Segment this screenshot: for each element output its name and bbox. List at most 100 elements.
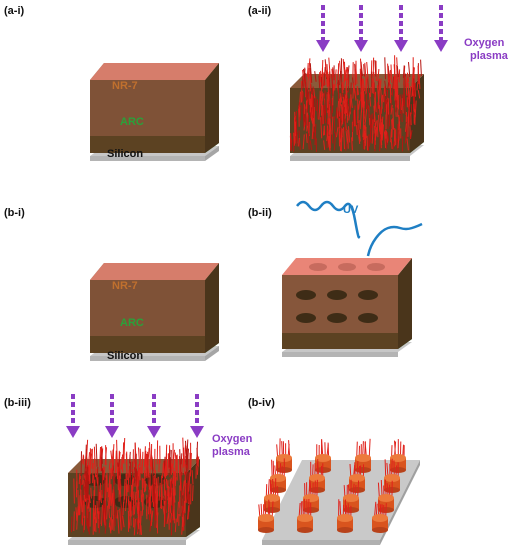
nanograss-strand: [364, 134, 366, 150]
nanograss-strand: [82, 454, 84, 464]
nanograss-strand: [170, 487, 173, 506]
nanograss-strand: [411, 73, 414, 86]
nanograss-strand: [362, 117, 365, 138]
nanograss-strand: [303, 121, 306, 131]
nanograss-strand: [134, 442, 137, 469]
nanograss-strand: [73, 478, 75, 504]
panel-label-b-ii: (b-ii): [248, 207, 272, 219]
nanograss-strand: [356, 85, 359, 95]
nanograss-strand: [401, 98, 404, 114]
nanograss-strand: [341, 82, 344, 94]
nanograss-strand: [293, 132, 296, 146]
nanograss-strand: [185, 448, 188, 463]
nanograss-strand: [392, 141, 395, 150]
nanograss-strand: [92, 462, 94, 484]
exposed-holes-b-ii: [296, 263, 385, 323]
nanograss-strand: [94, 516, 97, 533]
nanograss-strand: [191, 470, 194, 485]
nanograss-strand: [367, 99, 369, 110]
nanograss-strand: [377, 114, 381, 132]
nanograss-strand: [149, 442, 152, 466]
nanograss-strand: [314, 123, 317, 146]
nanograss-strand: [328, 57, 331, 79]
nanograss-strand: [121, 505, 123, 530]
nanograss-strand: [335, 107, 338, 118]
nanograss-strand: [331, 104, 334, 114]
nanograss-strand: [183, 444, 186, 467]
nanograss-strand: [352, 110, 355, 133]
nanograss-strand: [405, 76, 408, 96]
resist-front-b-i: [90, 280, 205, 336]
nanograss-strand: [338, 118, 341, 129]
nanograss-strand: [396, 66, 399, 77]
nanograss-strand: [140, 494, 143, 507]
nanograss-strand: [316, 99, 319, 120]
nanograss-strand: [385, 130, 388, 143]
nanograss-strand: [414, 100, 417, 118]
exposed-hole: [338, 263, 356, 271]
nanograss-strand: [94, 505, 98, 524]
nanograss-strand: [358, 120, 360, 130]
nanograss-strand: [183, 463, 187, 475]
nanograss-strand: [420, 59, 422, 77]
label-plasma-1-b-iii: Oxygen: [212, 433, 253, 445]
nanograss-strand: [397, 131, 400, 149]
wafer-stack-b-ii: [282, 258, 412, 357]
nanograss-strand: [314, 71, 317, 82]
nanograss-strand: [344, 94, 347, 104]
nanograss-strand: [170, 519, 173, 536]
nanograss-strand: [299, 91, 301, 108]
nanograss-strand: [117, 466, 119, 491]
nanograss-strand: [313, 88, 316, 99]
nanograss-strand: [392, 108, 395, 130]
nanograss-strand: [376, 119, 379, 138]
nanograss-strand: [345, 142, 348, 151]
nanograss-strand: [165, 478, 168, 489]
nanograss-strand: [189, 452, 192, 477]
nanograss-strand: [116, 439, 118, 466]
nanograss-strand: [139, 448, 142, 474]
nanograss-strand: [379, 78, 382, 91]
nanograss-strand: [95, 474, 99, 484]
nanograss-strand: [390, 64, 393, 83]
nanograss-strand: [184, 487, 187, 503]
nanograss-strand: [311, 86, 314, 96]
nanograss-strand: [305, 133, 308, 143]
nanopillar-cap: [384, 474, 400, 482]
nanograss-strand: [378, 104, 382, 122]
nanograss-strand: [319, 90, 321, 111]
nanograss-strand: [384, 93, 386, 108]
nanograss-strand: [192, 485, 194, 502]
nanograss-strand: [95, 443, 98, 467]
nanograss-strand: [88, 511, 90, 535]
nanograss-strand: [379, 120, 382, 134]
nanograss-strand: [381, 118, 384, 131]
nanograss-strand: [130, 501, 132, 517]
nanograss-strand: [86, 464, 89, 485]
nanograss-strand: [108, 475, 111, 486]
nanograss-strand: [125, 453, 128, 469]
nanograss-strand: [307, 114, 309, 125]
plasma-arrowhead-b-iii-3: [147, 426, 161, 438]
nanograss-strand: [123, 478, 126, 504]
nanograss-strand: [149, 468, 151, 490]
nanograss-strand: [77, 489, 80, 516]
nanograss-strand: [155, 491, 158, 516]
nanograss-strand: [401, 110, 403, 123]
nanograss-strand: [302, 92, 304, 102]
nanograss-strand: [332, 67, 334, 78]
nanograss-strand: [326, 125, 329, 134]
nanograss-strand: [306, 112, 309, 132]
plasma-arrowhead-b-iii-4: [190, 426, 204, 438]
nanograss-strand: [87, 519, 89, 532]
nanograss-strand: [138, 447, 141, 466]
nanograss-strand: [93, 458, 97, 478]
silicon-side-a-i: [205, 146, 219, 161]
nanograss-strand: [368, 92, 372, 107]
silicon-side-b-i: [205, 346, 219, 361]
nanograss-strand: [405, 123, 407, 132]
silicon-front-a-i: [90, 156, 205, 161]
silicon-front-b-i: [90, 356, 205, 361]
nanograss-strand: [384, 87, 387, 97]
nanograss-strand: [336, 126, 339, 138]
